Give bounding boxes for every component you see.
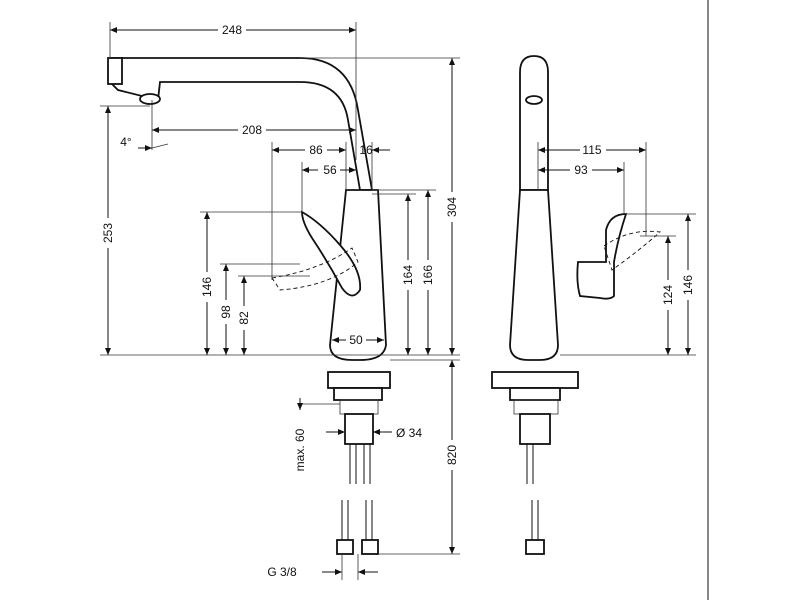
connector — [336, 539, 354, 555]
dim-115: 115 — [582, 143, 601, 157]
side-view: 248 208 4° 86 16 56 253 146 — [100, 22, 460, 580]
shank — [344, 413, 374, 445]
spout-tip — [107, 57, 123, 85]
base-plate — [327, 371, 391, 389]
dim-146: 146 — [200, 277, 214, 297]
dim-164: 164 — [401, 265, 415, 285]
front-handle-alt — [603, 230, 662, 271]
dim-g38: G 3/8 — [267, 565, 297, 579]
front-handle — [576, 213, 628, 300]
front-shank — [519, 413, 551, 445]
dim-56: 56 — [323, 163, 337, 177]
dim-max60: max. 60 — [293, 428, 307, 471]
front-thread — [513, 399, 559, 415]
dim-166: 166 — [421, 265, 435, 285]
lever-handle — [301, 210, 362, 297]
dim-820: 820 — [445, 445, 459, 465]
dim-248: 248 — [222, 23, 242, 37]
lever-handle-alt — [271, 247, 359, 291]
dim-208: 208 — [242, 123, 262, 137]
dim-253: 253 — [101, 223, 115, 243]
dim-50: 50 — [349, 333, 363, 347]
dim-4deg: 4° — [120, 135, 132, 149]
aerator — [139, 93, 161, 105]
front-mount-nut — [509, 387, 561, 401]
thread — [339, 399, 379, 415]
dim-98: 98 — [219, 305, 233, 319]
front-view: 115 93 124 146 — [491, 55, 696, 555]
front-aerator — [525, 95, 543, 105]
front-connector — [525, 539, 545, 555]
dim-d34: Ø 34 — [396, 426, 422, 440]
dim-16: 16 — [359, 143, 373, 157]
front-base-plate — [491, 371, 579, 389]
front-spout — [519, 55, 549, 191]
dim-82: 82 — [237, 311, 251, 325]
dim-86: 86 — [309, 143, 323, 157]
dim-304: 304 — [445, 197, 459, 217]
mount-nut — [333, 387, 383, 401]
front-body — [509, 189, 559, 361]
dim-124: 124 — [661, 285, 675, 305]
spout — [109, 57, 374, 191]
connector — [361, 539, 379, 555]
dim-146-front: 146 — [681, 275, 695, 295]
dim-93: 93 — [574, 163, 588, 177]
